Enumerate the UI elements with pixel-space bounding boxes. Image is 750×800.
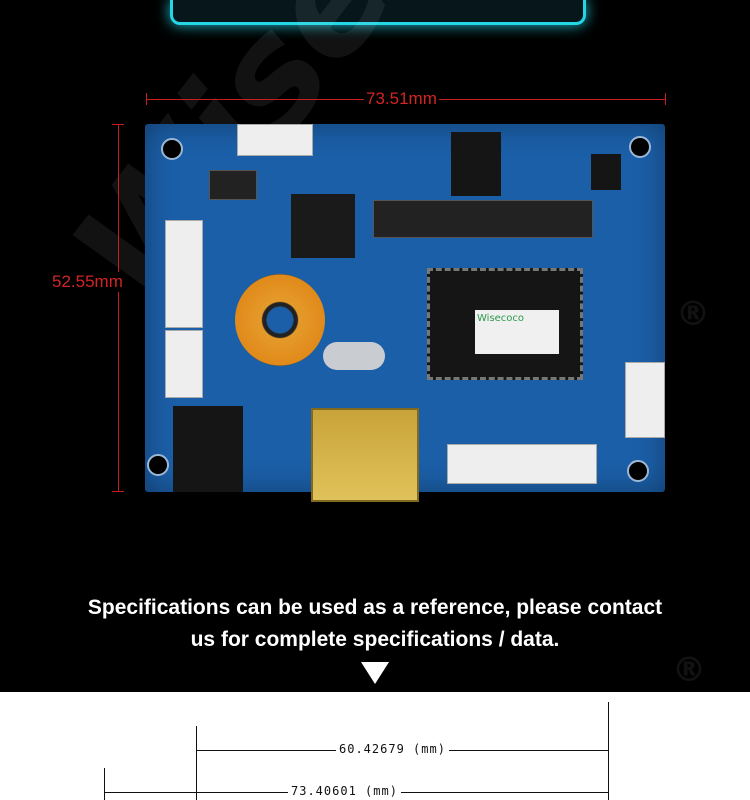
watermark-registered-mark-bottom: ® (672, 650, 706, 690)
right-connector (625, 362, 665, 438)
power-jack (173, 406, 243, 492)
inner-width-label: 60.42679 (mm) (336, 742, 449, 756)
hdmi-port (311, 408, 419, 502)
height-dimension-tick-bottom (112, 491, 124, 492)
bottom-connector (447, 444, 597, 484)
technical-drawing: 60.42679 (mm) 73.40601 (mm) (0, 692, 750, 800)
height-dimension-line (118, 124, 119, 492)
pin-header-long (373, 200, 593, 238)
toroid-inductor (235, 274, 325, 366)
down-arrow-icon (361, 662, 389, 684)
pin-header-small (209, 170, 257, 200)
width-dimension-tick-left (146, 93, 147, 105)
top-banner-frame (170, 0, 586, 25)
width-dimension-label: 73.51mm (364, 89, 439, 109)
drawing-extension-line-right (608, 702, 609, 800)
drawing-extension-line-left-inner (196, 726, 197, 800)
left-connector-lower (165, 330, 203, 398)
caption-line-1: Specifications can be used as a referenc… (87, 596, 663, 619)
left-connector-upper (165, 220, 203, 328)
ic-array (451, 132, 501, 196)
mounting-hole-bottom-left (147, 454, 169, 476)
ic-small-right (591, 154, 621, 190)
watermark-registered-mark-top: ® (676, 294, 710, 334)
mounting-hole-bottom-right (627, 460, 649, 482)
top-connector (237, 124, 313, 156)
outer-width-label: 73.40601 (mm) (288, 784, 401, 798)
drawing-extension-line-left-outer (104, 768, 105, 800)
height-dimension-label: 52.55mm (50, 272, 125, 292)
chip-label: Wisecoco (475, 310, 559, 354)
crystal-oscillator (323, 342, 385, 370)
height-dimension-tick-top (112, 124, 124, 125)
mosfet-component (291, 194, 355, 258)
width-dimension-tick-right (665, 93, 666, 105)
mounting-hole-top-right (629, 136, 651, 158)
pcb-board: Wisecoco (145, 124, 665, 502)
caption-line-2: us for complete specifications / data. (190, 628, 560, 651)
mounting-hole-top-left (161, 138, 183, 160)
